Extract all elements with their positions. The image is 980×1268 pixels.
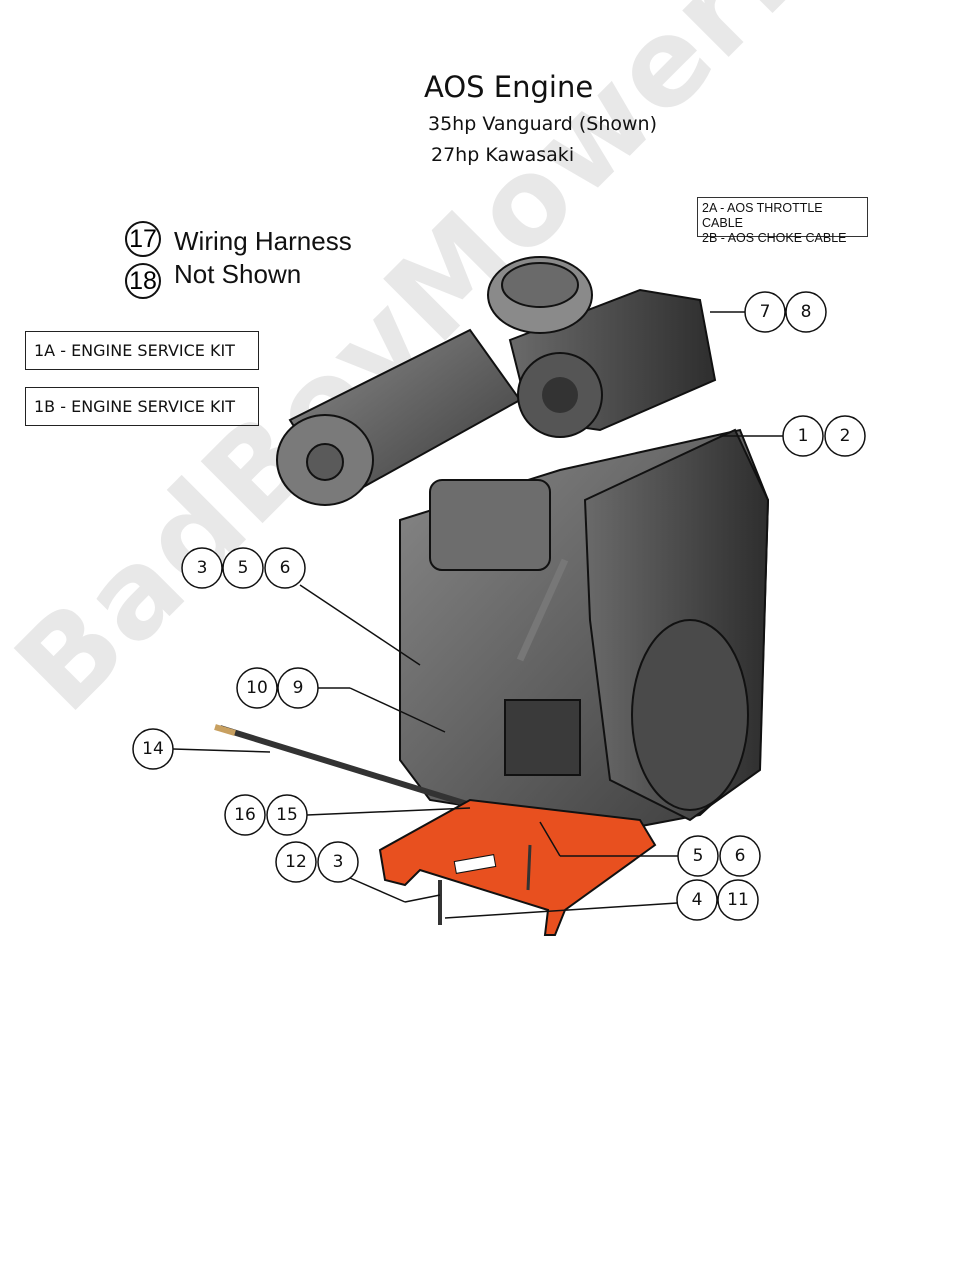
callout-plate-bolt: 4 11 [676,879,759,921]
subtitle-kawasaki: 27hp Kawasaki [431,144,575,166]
control-module [504,699,581,776]
svg-text:6: 6 [735,846,746,866]
svg-text:9: 9 [293,678,304,698]
kit-box-1a: 1A - ENGINE SERVICE KIT [25,331,259,370]
callout-engine: 1 2 [782,415,866,457]
choke-cable-label: 2B - AOS CHOKE CABLE [702,231,847,245]
svg-text:7: 7 [760,302,771,322]
note-item-18: 18 [125,263,161,299]
note-item-17: 17 [125,221,161,257]
cable-legend-box: 2A - AOS THROTTLE CABLE 2B - AOS CHOKE C… [697,197,868,245]
callout-plate-hardware: 12 3 [275,841,359,883]
carburetor [429,479,551,571]
svg-text:8: 8 [801,302,812,322]
callout-right-mount: 5 6 [677,835,761,877]
svg-text:1: 1 [798,426,809,446]
throttle-cable-label: 2A - AOS THROTTLE CABLE [702,201,823,230]
kit-box-1b: 1B - ENGINE SERVICE KIT [25,387,259,426]
svg-text:2: 2 [840,426,851,446]
callout-fuel-fitting: 10 9 [236,667,319,709]
dipstick-tube [219,725,481,811]
page-title: AOS Engine [424,70,594,104]
svg-text:6: 6 [280,558,291,578]
svg-text:11: 11 [727,890,749,910]
svg-text:14: 14 [142,739,164,759]
callout-dipstick: 14 [132,728,174,770]
svg-text:5: 5 [238,558,249,578]
leader-lines [172,311,783,919]
subtitle-vanguard: 35hp Vanguard (Shown) [428,113,657,135]
note-not-shown: Not Shown [174,259,302,289]
svg-text:10: 10 [246,678,268,698]
svg-text:3: 3 [333,852,344,872]
callout-air-cleaner: 7 8 [744,291,827,333]
callout-bolt: 16 15 [224,794,308,836]
callout-left-mount: 3 5 6 [181,547,306,589]
svg-text:15: 15 [276,805,298,825]
mounting-plate [378,798,657,936]
svg-text:5: 5 [693,846,704,866]
note-wiring-harness: Wiring Harness [174,226,352,256]
svg-text:16: 16 [234,805,256,825]
flywheel-cover [631,619,749,811]
svg-text:12: 12 [285,852,307,872]
svg-text:4: 4 [692,890,703,910]
svg-text:3: 3 [197,558,208,578]
